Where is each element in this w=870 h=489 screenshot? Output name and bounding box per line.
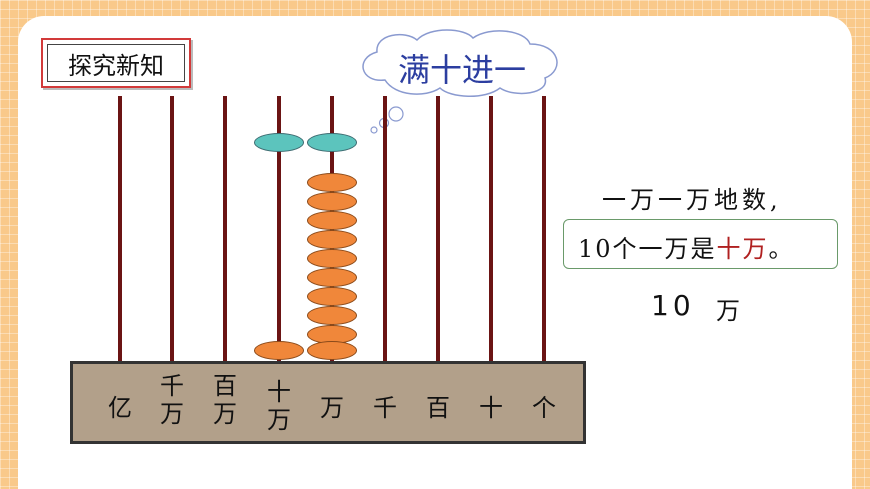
place-label-qian: 千 <box>373 394 397 422</box>
place-label-wan: 万 <box>320 394 344 422</box>
thought-bubble-icon <box>362 29 558 97</box>
bead-orange-wan <box>307 249 357 268</box>
rod-ge <box>542 96 546 362</box>
place-label-baiwan: 百万 <box>213 372 237 428</box>
rod-baiwan <box>223 96 227 362</box>
bead-orange-shiwan <box>254 341 304 360</box>
explanation-line2: 10个一万是十万。 <box>578 229 795 264</box>
bead-orange-wan <box>307 211 357 230</box>
line2-prefix: 10个一万是 <box>578 235 717 263</box>
bead-orange-wan <box>307 230 357 249</box>
thought-text: 满十进一 <box>397 51 526 89</box>
explanation-unit: 万 <box>716 297 744 325</box>
section-badge: 探究新知 <box>41 38 191 88</box>
line2-highlight: 十万 <box>716 235 769 263</box>
bead-orange-wan <box>307 173 357 192</box>
bead-teal-wan <box>307 133 357 152</box>
bead-orange-wan <box>307 268 357 287</box>
rod-qian <box>383 96 387 362</box>
bead-orange-wan <box>307 306 357 325</box>
bead-teal-shiwan <box>254 133 304 152</box>
explanation-line1: 一万一万地数, <box>602 186 782 214</box>
section-title: 探究新知 <box>47 44 185 82</box>
abacus-frame <box>70 361 586 444</box>
line2-suffix: 。 <box>768 235 795 263</box>
bead-orange-wan <box>307 287 357 306</box>
rod-bai <box>436 96 440 362</box>
rod-shiwan <box>277 96 281 362</box>
rod-qianwan <box>170 96 174 362</box>
bead-orange-wan <box>307 341 357 360</box>
rod-yi <box>118 96 122 362</box>
place-label-shi: 十 <box>479 394 503 422</box>
place-label-ge: 个 <box>532 394 556 422</box>
place-label-yi: 亿 <box>108 394 132 422</box>
explanation-number: 10 <box>651 289 695 322</box>
place-label-bai: 百 <box>426 394 450 422</box>
highlight-box <box>563 219 838 269</box>
place-label-qianwan: 千万 <box>160 372 184 428</box>
place-label-shiwan: 十万 <box>267 378 291 434</box>
rod-shi <box>489 96 493 362</box>
bead-orange-wan <box>307 192 357 211</box>
